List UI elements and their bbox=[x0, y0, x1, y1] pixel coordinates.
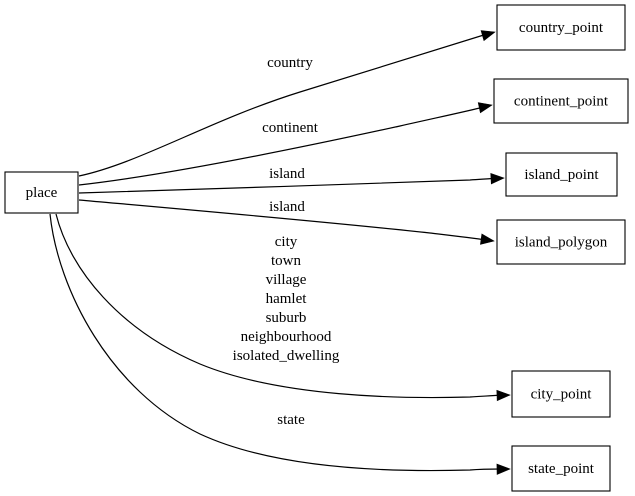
edge-label-continent_point: continent bbox=[262, 120, 319, 136]
edge-label-line: village bbox=[266, 272, 307, 288]
node-island_point[interactable]: island_point bbox=[505, 152, 618, 197]
node-place[interactable]: place bbox=[4, 171, 79, 214]
edge-label-line: isolated_dwelling bbox=[233, 348, 340, 364]
arrowhead-icon bbox=[480, 30, 496, 42]
node-box-island_point[interactable] bbox=[505, 152, 618, 197]
edge-label-line: town bbox=[271, 253, 302, 269]
edge-place-to-country_point bbox=[78, 30, 496, 177]
edge-label-island_point: island bbox=[269, 166, 305, 182]
node-box-state_point[interactable] bbox=[511, 445, 611, 492]
node-label-city_point: city_point bbox=[531, 386, 593, 402]
edge-label-line: island bbox=[269, 199, 305, 215]
edge-label-country_point: country bbox=[267, 55, 313, 71]
node-country_point[interactable]: country_point bbox=[496, 4, 626, 51]
edge-label-city_point: city town village hamlet suburb neighbourhood… bbox=[233, 234, 340, 364]
node-label-island_point: island_point bbox=[524, 167, 599, 183]
node-box-island_polygon[interactable] bbox=[496, 219, 626, 265]
node-box-continent_point[interactable] bbox=[493, 78, 629, 124]
node-state_point[interactable]: state_point bbox=[511, 445, 611, 492]
edge-label-state_point: state bbox=[277, 412, 305, 428]
edge-line bbox=[78, 199, 487, 241]
node-label-country_point: country_point bbox=[519, 20, 604, 36]
edge-place-to-continent_point bbox=[78, 102, 493, 186]
nodes-layer: place country_point continent_point island_… bbox=[4, 4, 629, 492]
node-label-state_point: state_point bbox=[528, 461, 595, 477]
edge-labels-layer: country continent island island city town vill… bbox=[233, 55, 340, 428]
edge-place-to-island_point bbox=[78, 173, 505, 194]
arrowhead-icon bbox=[490, 173, 505, 185]
arrowhead-icon bbox=[496, 389, 511, 402]
edge-label-line: hamlet bbox=[266, 291, 308, 307]
edge-label-island_polygon: island bbox=[269, 199, 305, 215]
node-box-place[interactable] bbox=[4, 171, 79, 214]
edge-line bbox=[78, 177, 497, 194]
edge-place-to-state_point bbox=[49, 213, 511, 475]
node-city_point[interactable]: city_point bbox=[511, 370, 611, 418]
edge-label-line: city bbox=[275, 234, 298, 250]
node-label-continent_point: continent_point bbox=[514, 93, 609, 109]
edge-place-to-city_point bbox=[55, 213, 511, 402]
edge-label-line: suburb bbox=[266, 310, 307, 326]
edge-label-line: country bbox=[267, 55, 313, 71]
node-box-country_point[interactable] bbox=[496, 4, 626, 51]
edge-label-line: continent bbox=[262, 120, 319, 136]
arrowhead-icon bbox=[477, 102, 493, 114]
edge-label-line: island bbox=[269, 166, 305, 182]
node-box-city_point[interactable] bbox=[511, 370, 611, 418]
arrowhead-icon bbox=[480, 233, 495, 245]
edge-label-line: state bbox=[277, 412, 305, 428]
node-continent_point[interactable]: continent_point bbox=[493, 78, 629, 124]
edge-place-to-island_polygon bbox=[78, 199, 495, 245]
node-label-place: place bbox=[26, 185, 58, 201]
edge-line bbox=[49, 213, 502, 472]
edge-label-line: neighbourhood bbox=[241, 329, 332, 345]
node-label-island_polygon: island_polygon bbox=[515, 234, 608, 250]
arrowhead-icon bbox=[496, 463, 511, 475]
edge-line bbox=[55, 213, 502, 399]
edge-line bbox=[78, 106, 485, 186]
edges-layer bbox=[49, 30, 511, 475]
edge-line bbox=[78, 33, 488, 177]
node-island_polygon[interactable]: island_polygon bbox=[496, 219, 626, 265]
